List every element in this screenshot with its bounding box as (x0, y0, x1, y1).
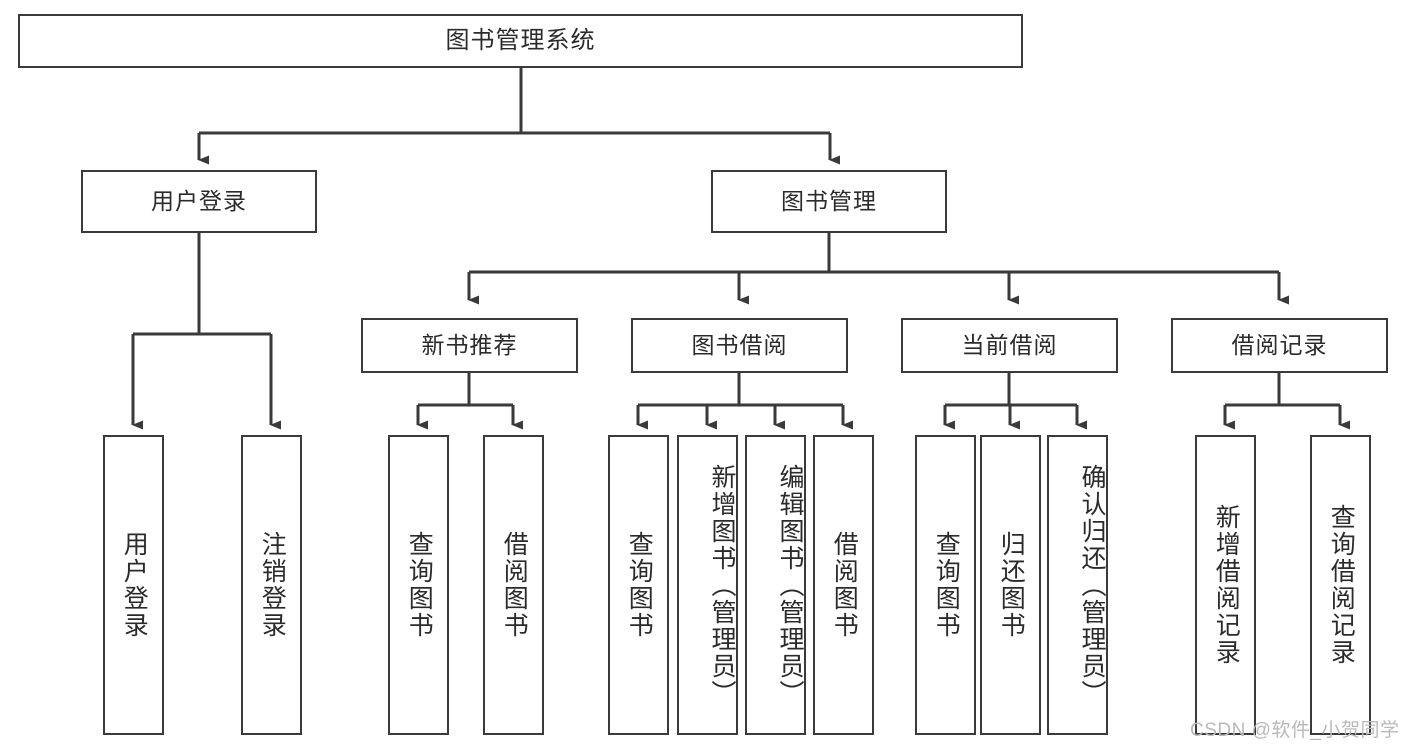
node-current-borrow[interactable]: 当前借阅 (901, 318, 1118, 373)
leaf-return-book[interactable]: 归还图书 (980, 435, 1041, 735)
node-user-login[interactable]: 用户登录 (81, 170, 317, 233)
node-root-book-management-system[interactable]: 图书管理系统 (18, 14, 1023, 68)
node-label: 注销登录 (258, 531, 287, 639)
leaf-user-logout[interactable]: 注销登录 (241, 435, 302, 735)
node-book-borrow[interactable]: 图书借阅 (631, 318, 848, 373)
node-label: 图书借阅 (691, 331, 788, 358)
node-label: 借阅记录 (1231, 331, 1328, 358)
csdn-watermark: CSDN @软件_小贺同学 (1190, 720, 1400, 741)
node-label: 借阅图书 (500, 531, 529, 639)
leaf-book-borrow-action[interactable]: 借阅图书 (813, 435, 874, 735)
leaf-book-borrow-query[interactable]: 查询图书 (608, 435, 669, 735)
node-new-book-recommend[interactable]: 新书推荐 (361, 318, 578, 373)
node-label: 确认归还（管理员） (1078, 463, 1106, 707)
node-label: 当前借阅 (961, 331, 1058, 358)
node-label: 新增图书（管理员） (708, 463, 736, 707)
node-label: 查询借阅记录 (1327, 504, 1356, 666)
node-label: 查询图书 (405, 531, 434, 639)
leaf-new-book-query[interactable]: 查询图书 (388, 435, 449, 735)
node-label: 查询图书 (625, 531, 654, 639)
node-label: 编辑图书（管理员） (776, 463, 804, 707)
leaf-add-borrow-record[interactable]: 新增借阅记录 (1195, 435, 1256, 735)
node-label: 用户登录 (151, 187, 247, 214)
node-book-management[interactable]: 图书管理 (711, 170, 947, 233)
node-label: 新增借阅记录 (1212, 504, 1241, 666)
node-label: 图书管理系统 (445, 26, 596, 54)
leaf-query-borrow-record[interactable]: 查询借阅记录 (1310, 435, 1371, 735)
node-label: 图书管理 (781, 187, 877, 214)
node-label: 新书推荐 (421, 331, 518, 358)
leaf-book-add-admin[interactable]: 新增图书（管理员） (677, 435, 738, 735)
node-borrow-record[interactable]: 借阅记录 (1171, 318, 1388, 373)
leaf-new-book-borrow[interactable]: 借阅图书 (483, 435, 544, 735)
node-label: 借阅图书 (830, 531, 859, 639)
node-label: 用户登录 (120, 531, 149, 639)
leaf-book-edit-admin[interactable]: 编辑图书（管理员） (745, 435, 806, 735)
leaf-user-login[interactable]: 用户登录 (103, 435, 164, 735)
node-label: 归还图书 (997, 531, 1026, 639)
leaf-current-borrow-query[interactable]: 查询图书 (915, 435, 976, 735)
leaf-confirm-return-admin[interactable]: 确认归还（管理员） (1047, 435, 1108, 735)
node-label: 查询图书 (932, 531, 961, 639)
